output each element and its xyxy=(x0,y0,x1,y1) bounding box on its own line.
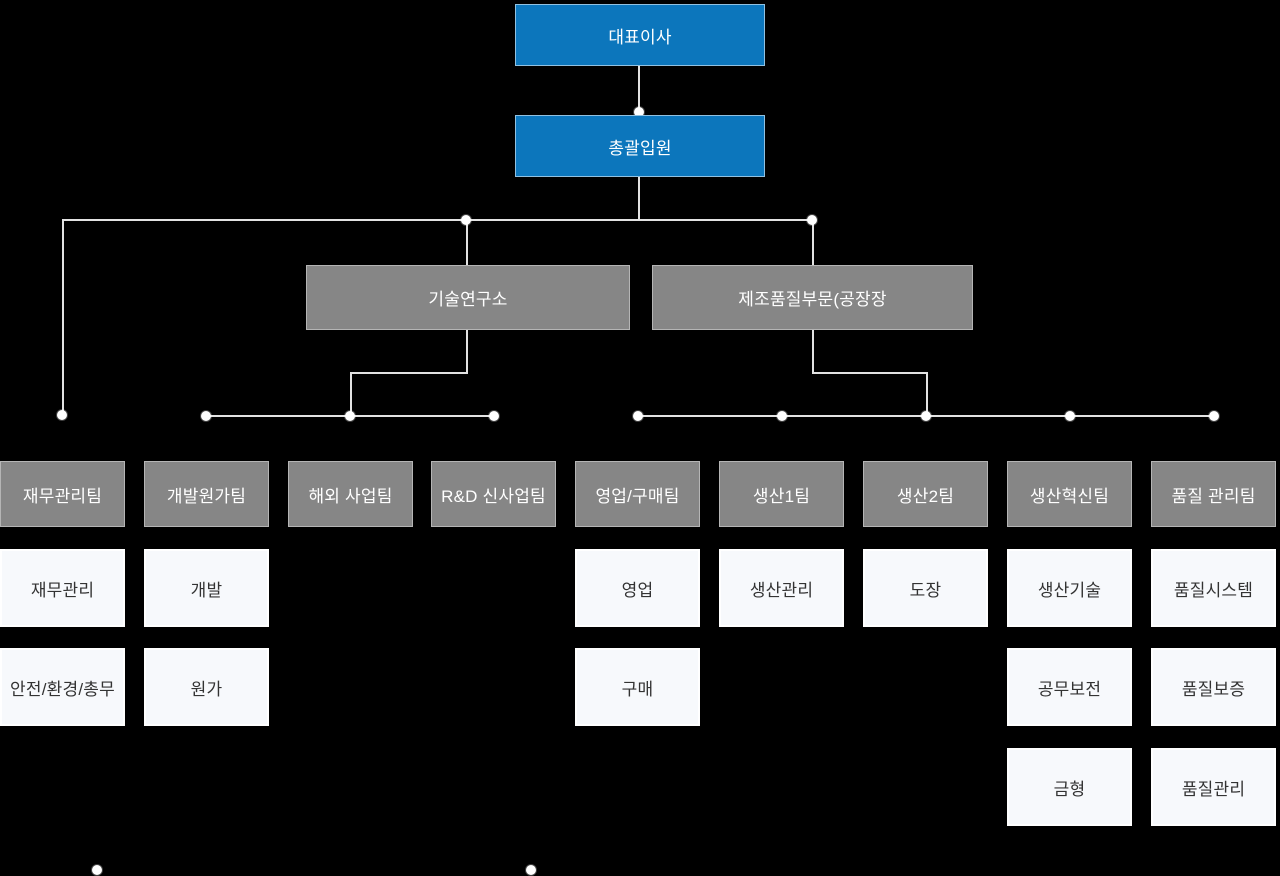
sub-quality-assurance: 품질보증 xyxy=(1151,648,1276,726)
team-quality-control: 품질 관리팀 xyxy=(1151,461,1276,527)
junction-dot-finance-team xyxy=(57,410,67,420)
org-node-ceo: 대표이사 xyxy=(515,4,765,66)
team-dev-cost: 개발원가팀 xyxy=(144,461,269,527)
junction-dot-bottom-left xyxy=(92,865,102,875)
connector-tech-riser xyxy=(466,219,468,265)
sub-painting: 도장 xyxy=(863,549,988,627)
connector-executive-drop xyxy=(638,177,640,221)
junction-dot-innovation-team xyxy=(1065,411,1075,421)
sub-development: 개발 xyxy=(144,549,269,627)
org-node-executive: 총괄입원 xyxy=(515,115,765,177)
sub-quality-system: 품질시스템 xyxy=(1151,549,1276,627)
sub-quality-control: 품질관리 xyxy=(1151,748,1276,826)
sub-finance-management: 재무관리 xyxy=(0,549,125,627)
sub-production-tech: 생산기술 xyxy=(1007,549,1132,627)
sub-mold: 금형 xyxy=(1007,748,1132,826)
org-node-division-tech-research: 기술연구소 xyxy=(306,265,630,330)
connector-tech-drop xyxy=(466,330,468,374)
team-production-2: 생산2팀 xyxy=(863,461,988,527)
junction-dot-overseas-team xyxy=(345,411,355,421)
sub-sales: 영업 xyxy=(575,549,700,627)
junction-dot-production1-team xyxy=(777,411,787,421)
connector-mfg-jog-vertical xyxy=(926,372,928,415)
connector-ceo-executive xyxy=(638,66,640,115)
junction-dot-mfg-branch xyxy=(807,215,817,225)
junction-dot-tech-branch xyxy=(461,215,471,225)
sub-safety-env-admin: 안전/환경/총무 xyxy=(0,648,125,726)
sub-maintenance: 공무보전 xyxy=(1007,648,1132,726)
junction-dot-production2-team xyxy=(921,411,931,421)
team-production-innovation: 생산혁신팀 xyxy=(1007,461,1132,527)
team-rnd-new-business: R&D 신사업팀 xyxy=(431,461,556,527)
team-production-1: 생산1팀 xyxy=(719,461,844,527)
connector-finance-vertical xyxy=(62,219,64,415)
team-sales-purchasing: 영업/구매팀 xyxy=(575,461,700,527)
team-finance-management: 재무관리팀 xyxy=(0,461,125,527)
junction-dot-bottom-center xyxy=(526,865,536,875)
connector-tech-jog-horizontal xyxy=(350,372,468,374)
junction-dot-devcost-team xyxy=(201,411,211,421)
sub-production-management: 생산관리 xyxy=(719,549,844,627)
connector-mfg-drop xyxy=(812,330,814,374)
junction-dot-quality-team xyxy=(1209,411,1219,421)
connector-level2-horizontal xyxy=(62,219,814,221)
team-overseas-business: 해외 사업팀 xyxy=(288,461,413,527)
sub-purchasing: 구매 xyxy=(575,648,700,726)
org-node-division-manufacturing-quality: 제조품질부문(공장장 xyxy=(652,265,973,330)
connector-mfg-jog-horizontal xyxy=(812,372,928,374)
connector-tech-jog-vertical xyxy=(350,372,352,415)
connector-mfg-riser xyxy=(812,219,814,265)
sub-cost: 원가 xyxy=(144,648,269,726)
junction-dot-rnd-team xyxy=(489,411,499,421)
junction-dot-executive-top xyxy=(634,107,644,117)
junction-dot-sales-team xyxy=(633,411,643,421)
